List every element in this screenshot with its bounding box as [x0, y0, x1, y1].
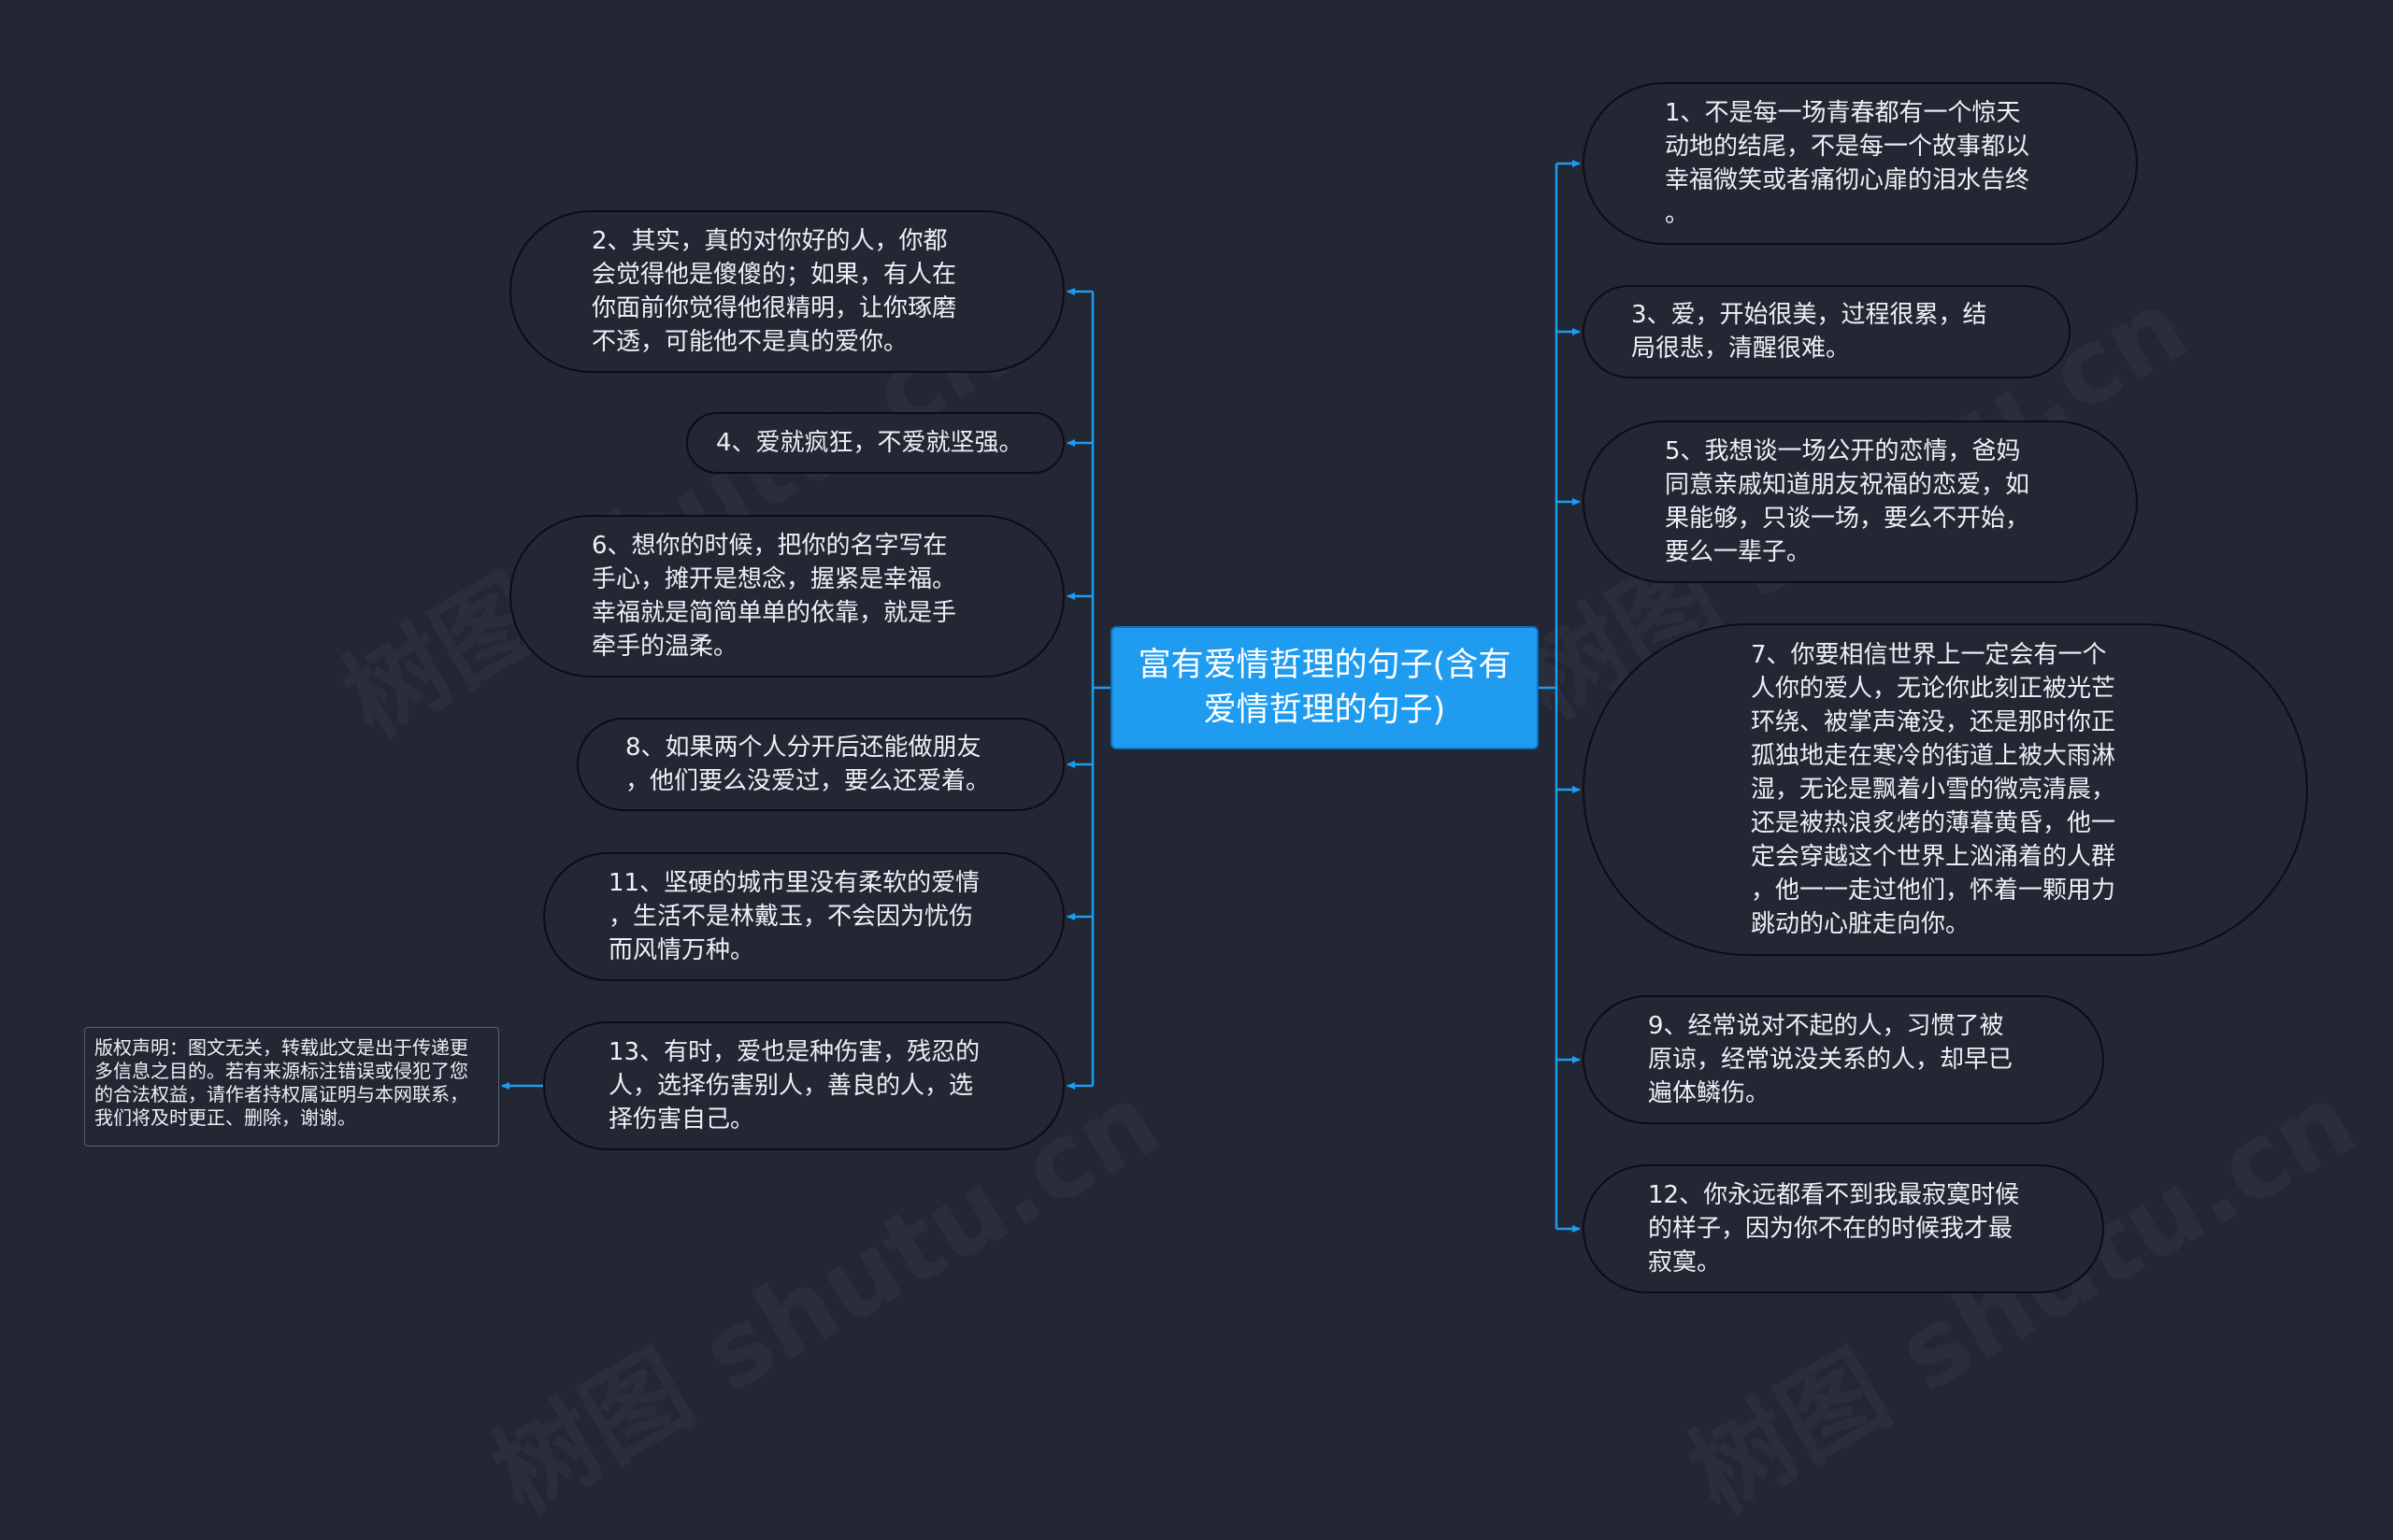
root-topic-label: 富有爱情哲理的句子(含有 爱情哲理的句子)	[1138, 647, 1512, 729]
left-node-4[interactable]: 8、如果两个人分开后还能做朋友 ，他们要么没爱过，要么还爱着。	[577, 718, 1065, 811]
right-node-3[interactable]: 5、我想谈一场公开的恋情，爸妈 同意亲戚知道朋友祝福的恋爱，如 果能够，只谈一场…	[1583, 421, 2138, 583]
copyright-note: 版权声明：图文无关，转载此文是出于传递更 多信息之目的。若有来源标注错误或侵犯了…	[84, 1027, 499, 1147]
right-node-1-text: 1、不是每一场青春都有一个惊天 动地的结尾，不是每一个故事都以 幸福微笑或者痛彻…	[1665, 99, 2030, 228]
left-node-6[interactable]: 13、有时，爱也是种伤害，残忍的 人，选择伤害别人，善良的人，选 择伤害自己。	[543, 1021, 1065, 1150]
left-node-4-text: 8、如果两个人分开后还能做朋友 ，他们要么没爱过，要么还爱着。	[625, 734, 991, 795]
right-node-1[interactable]: 1、不是每一场青春都有一个惊天 动地的结尾，不是每一个故事都以 幸福微笑或者痛彻…	[1583, 82, 2138, 245]
left-node-1-text: 2、其实，真的对你好的人，你都 会觉得他是傻傻的；如果，有人在 你面前你觉得他很…	[592, 227, 957, 356]
connector-lines	[501, 160, 1581, 1233]
left-node-3[interactable]: 6、想你的时候，把你的名字写在 手心，摊开是想念，握紧是幸福。 幸福就是简简单单…	[509, 515, 1065, 677]
right-node-4[interactable]: 7、你要相信世界上一定会有一个 人你的爱人，无论你此刻正被光芒 环绕、被掌声淹没…	[1583, 623, 2308, 956]
right-node-6[interactable]: 12、你永远都看不到我最寂寞时候 的样子，因为你不在的时候我才最 寂寞。	[1583, 1164, 2104, 1293]
left-node-5[interactable]: 11、坚硬的城市里没有柔软的爱情 ，生活不是林戴玉，不会因为忧伤 而风情万种。	[543, 852, 1065, 981]
root-topic[interactable]: 富有爱情哲理的句子(含有 爱情哲理的句子)	[1111, 626, 1539, 749]
right-node-5-text: 9、经常说对不起的人，习惯了被 原谅，经常说没关系的人，却早已 遍体鳞伤。	[1648, 1012, 2013, 1107]
left-node-1[interactable]: 2、其实，真的对你好的人，你都 会觉得他是傻傻的；如果，有人在 你面前你觉得他很…	[509, 210, 1065, 373]
left-node-5-text: 11、坚硬的城市里没有柔软的爱情 ，生活不是林戴玉，不会因为忧伤 而风情万种。	[609, 869, 981, 964]
copyright-note-text: 版权声明：图文无关，转载此文是出于传递更 多信息之目的。若有来源标注错误或侵犯了…	[94, 1036, 468, 1129]
left-node-6-text: 13、有时，爱也是种伤害，残忍的 人，选择伤害别人，善良的人，选 择伤害自己。	[609, 1038, 981, 1134]
right-node-5[interactable]: 9、经常说对不起的人，习惯了被 原谅，经常说没关系的人，却早已 遍体鳞伤。	[1583, 995, 2104, 1124]
left-node-2-text: 4、爱就疯狂，不爱就坚强。	[716, 429, 1024, 457]
right-node-2[interactable]: 3、爱，开始很美，过程很累，结 局很悲，清醒很难。	[1583, 285, 2071, 378]
right-node-6-text: 12、你永远都看不到我最寂寞时候 的样子，因为你不在的时候我才最 寂寞。	[1648, 1181, 2020, 1276]
right-node-4-text: 7、你要相信世界上一定会有一个 人你的爱人，无论你此刻正被光芒 环绕、被掌声淹没…	[1751, 641, 2116, 938]
left-node-2[interactable]: 4、爱就疯狂，不爱就坚强。	[686, 412, 1065, 474]
left-node-3-text: 6、想你的时候，把你的名字写在 手心，摊开是想念，握紧是幸福。 幸福就是简简单单…	[592, 532, 957, 661]
right-node-3-text: 5、我想谈一场公开的恋情，爸妈 同意亲戚知道朋友祝福的恋爱，如 果能够，只谈一场…	[1665, 437, 2030, 566]
right-node-2-text: 3、爱，开始很美，过程很累，结 局很悲，清醒很难。	[1631, 301, 1987, 363]
